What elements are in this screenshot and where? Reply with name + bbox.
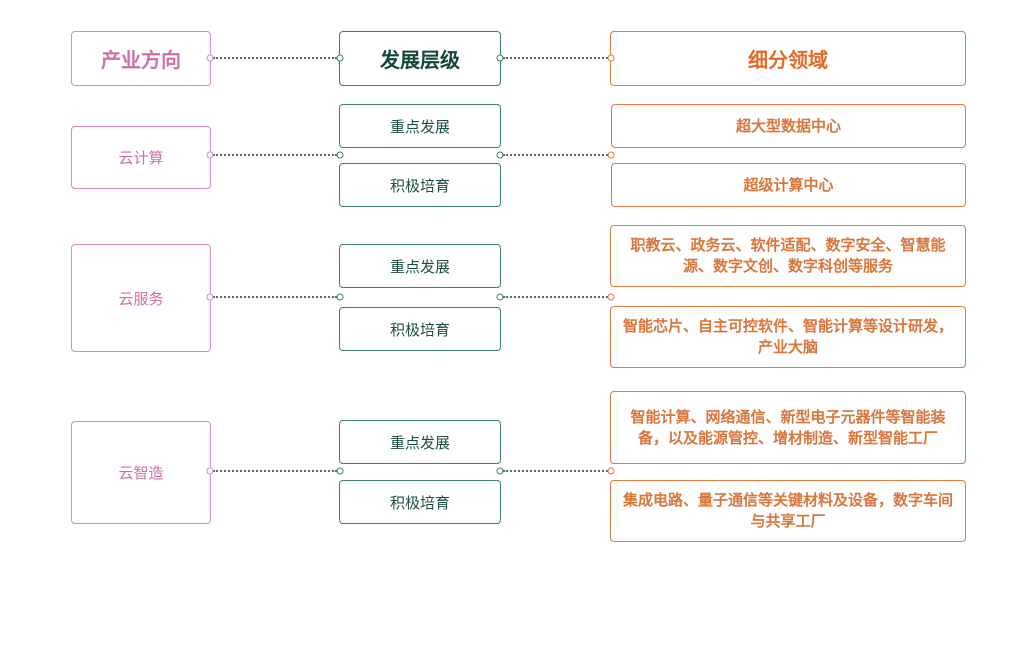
level-key-development: 重点发展 [339,104,501,148]
field-item: 超大型数据中心 [611,104,966,148]
connector-line [503,296,608,298]
connector-dot [206,54,214,62]
connector-dot [336,467,344,475]
field-item: 智能计算、网络通信、新型电子元器件等智能装备，以及能源管控、增材制造、新型智能工… [610,391,966,464]
connector-line [213,57,337,59]
connector-line [213,154,337,156]
header-field: 细分领域 [610,31,966,86]
connector-dot [496,54,504,62]
connector-dot [336,293,344,301]
connector-line [503,57,608,59]
category-cloud-manufacturing: 云智造 [71,421,211,524]
level-active-cultivation: 积极培育 [339,480,501,524]
level-key-development: 重点发展 [339,244,501,288]
connector-line [213,296,337,298]
connector-dot [496,293,504,301]
connector-dot [607,54,615,62]
connector-line [503,154,608,156]
connector-dot [607,467,615,475]
header-level: 发展层级 [339,31,501,86]
level-active-cultivation: 积极培育 [339,163,501,207]
connector-dot [496,151,504,159]
level-key-development: 重点发展 [339,420,501,464]
field-item: 职教云、政务云、软件适配、数字安全、智慧能源、数字文创、数字科创等服务 [610,225,966,287]
connector-line [503,470,608,472]
connector-dot [336,54,344,62]
connector-dot [206,467,214,475]
connector-dot [607,293,615,301]
field-item: 超级计算中心 [611,163,966,207]
category-cloud-computing: 云计算 [71,126,211,189]
category-cloud-services: 云服务 [71,244,211,352]
connector-dot [496,467,504,475]
level-active-cultivation: 积极培育 [339,307,501,351]
connector-dot [607,151,615,159]
field-item: 智能芯片、自主可控软件、智能计算等设计研发，产业大脑 [610,306,966,368]
connector-dot [206,293,214,301]
connector-dot [336,151,344,159]
connector-line [213,470,337,472]
connector-dot [206,151,214,159]
header-category: 产业方向 [71,31,211,86]
field-item: 集成电路、量子通信等关键材料及设备，数字车间与共享工厂 [610,480,966,542]
